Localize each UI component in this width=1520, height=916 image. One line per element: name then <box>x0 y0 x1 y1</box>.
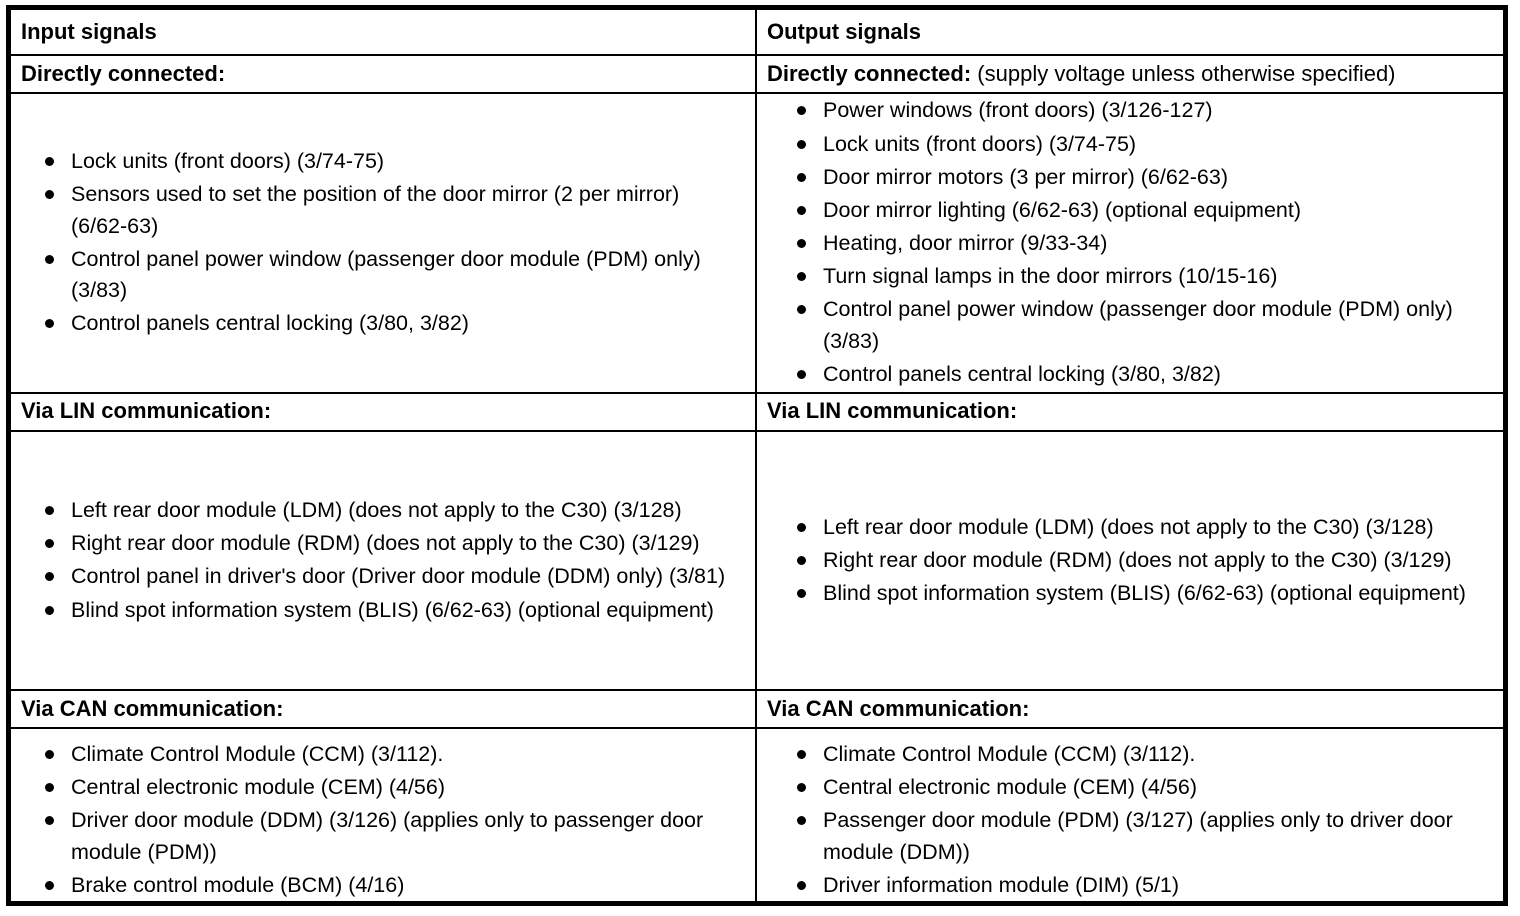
list-item: Passenger door module (PDM) (3/127) (app… <box>795 805 1487 867</box>
list-item: Control panel power window (passenger do… <box>43 244 739 306</box>
section-heading-row-directly-connected: Directly connected: Directly connected: … <box>11 55 1503 94</box>
list-item: Lock units (front doors) (3/74-75) <box>43 146 739 177</box>
list-item: Climate Control Module (CCM) (3/112). <box>795 739 1487 770</box>
section-body-right-directly-connected: Power windows (front doors) (3/126-127)L… <box>757 94 1503 392</box>
section-body-left-via-can: Climate Control Module (CCM) (3/112).Cen… <box>11 729 757 901</box>
list-item: Left rear door module (LDM) (does not ap… <box>795 512 1487 543</box>
list-item: Right rear door module (RDM) (does not a… <box>795 545 1487 576</box>
section-heading-label: Via LIN communication: <box>11 399 755 423</box>
list-item: Blind spot information system (BLIS) (6/… <box>795 578 1487 609</box>
section-body-right-via-can: Climate Control Module (CCM) (3/112).Cen… <box>757 729 1503 901</box>
list-item: Control panel in driver's door (Driver d… <box>43 561 739 592</box>
section-body-row-via-can: Climate Control Module (CCM) (3/112).Cen… <box>11 729 1503 901</box>
section-heading-row-via-can: Via CAN communication: Via CAN communica… <box>11 691 1503 730</box>
section-heading-right-via-can: Via CAN communication: <box>757 691 1503 727</box>
bullet-list: Left rear door module (LDM) (does not ap… <box>757 512 1503 610</box>
list-item: Power windows (front doors) (3/126-127) <box>795 95 1487 126</box>
section-heading-label: Directly connected: <box>11 60 755 86</box>
bullet-list: Climate Control Module (CCM) (3/112).Cen… <box>11 739 755 901</box>
bullet-list: Lock units (front doors) (3/74-75)Sensor… <box>11 146 755 339</box>
section-heading-text: Directly connected: <box>767 60 972 86</box>
section-heading-left-via-lin: Via LIN communication: <box>11 393 757 430</box>
bullet-list: Climate Control Module (CCM) (3/112).Cen… <box>757 739 1503 901</box>
list-item: Lock units (front doors) (3/74-75) <box>795 129 1487 160</box>
signals-table: Input signals Output signals Directly co… <box>6 5 1508 906</box>
section-heading-text: Via CAN communication: <box>21 696 284 722</box>
section-heading-label: Directly connected: (supply voltage unle… <box>757 60 1503 86</box>
section-heading-text: Directly connected: <box>21 60 226 86</box>
section-heading-row-via-lin: Via LIN communication: Via LIN communica… <box>11 393 1503 432</box>
bullet-list: Left rear door module (LDM) (does not ap… <box>11 495 755 626</box>
bullet-list: Power windows (front doors) (3/126-127)L… <box>757 95 1503 390</box>
section-heading-label: Via CAN communication: <box>11 696 755 722</box>
section-heading-left-via-can: Via CAN communication: <box>11 691 757 728</box>
list-item: Blind spot information system (BLIS) (6/… <box>43 595 739 626</box>
list-item: Central electronic module (CEM) (4/56) <box>43 772 739 803</box>
list-item: Right rear door module (RDM) (does not a… <box>43 528 739 559</box>
output-signals-title: Output signals <box>767 18 921 44</box>
input-signals-title: Input signals <box>21 18 157 44</box>
list-item: Control panel power window (passenger do… <box>795 294 1487 356</box>
list-item: Brake control module (BCM) (4/16) <box>43 870 739 901</box>
section-body-left-directly-connected: Lock units (front doors) (3/74-75)Sensor… <box>11 93 757 392</box>
list-item: Driver door module (DDM) (3/126) (applie… <box>43 805 739 867</box>
section-heading-text: Via LIN communication: <box>21 398 272 424</box>
list-item: Control panels central locking (3/80, 3/… <box>795 359 1487 390</box>
list-item: Door mirror motors (3 per mirror) (6/62-… <box>795 162 1487 193</box>
section-heading-note: (supply voltage unless otherwise specifi… <box>971 60 1396 86</box>
section-heading-right-via-lin: Via LIN communication: <box>757 394 1503 430</box>
section-heading-text: Via LIN communication: <box>767 398 1018 424</box>
list-item: Door mirror lighting (6/62-63) (optional… <box>795 195 1487 226</box>
section-body-left-via-lin: Left rear door module (LDM) (does not ap… <box>11 431 757 690</box>
list-item: Heating, door mirror (9/33-34) <box>795 228 1487 259</box>
section-body-right-via-lin: Left rear door module (LDM) (does not ap… <box>757 432 1503 690</box>
table-header-row: Input signals Output signals <box>11 10 1503 56</box>
section-heading-right-directly-connected: Directly connected: (supply voltage unle… <box>757 56 1503 92</box>
section-body-row-directly-connected: Lock units (front doors) (3/74-75)Sensor… <box>11 93 1503 394</box>
list-item: Sensors used to set the position of the … <box>43 179 739 241</box>
section-heading-left-directly-connected: Directly connected: <box>11 55 757 92</box>
section-heading-label: Via LIN communication: <box>757 399 1503 423</box>
list-item: Turn signal lamps in the door mirrors (1… <box>795 261 1487 292</box>
section-body-row-via-lin: Left rear door module (LDM) (does not ap… <box>11 431 1503 692</box>
column-header-output-signals: Output signals <box>757 10 1503 54</box>
section-heading-text: Via CAN communication: <box>767 696 1030 722</box>
section-heading-label: Via CAN communication: <box>757 696 1503 722</box>
list-item: Climate Control Module (CCM) (3/112). <box>43 739 739 770</box>
column-header-input-signals: Input signals <box>11 10 757 54</box>
list-item: Driver information module (DIM) (5/1) <box>795 870 1487 901</box>
list-item: Control panels central locking (3/80, 3/… <box>43 308 739 339</box>
list-item: Left rear door module (LDM) (does not ap… <box>43 495 739 526</box>
list-item: Central electronic module (CEM) (4/56) <box>795 772 1487 803</box>
